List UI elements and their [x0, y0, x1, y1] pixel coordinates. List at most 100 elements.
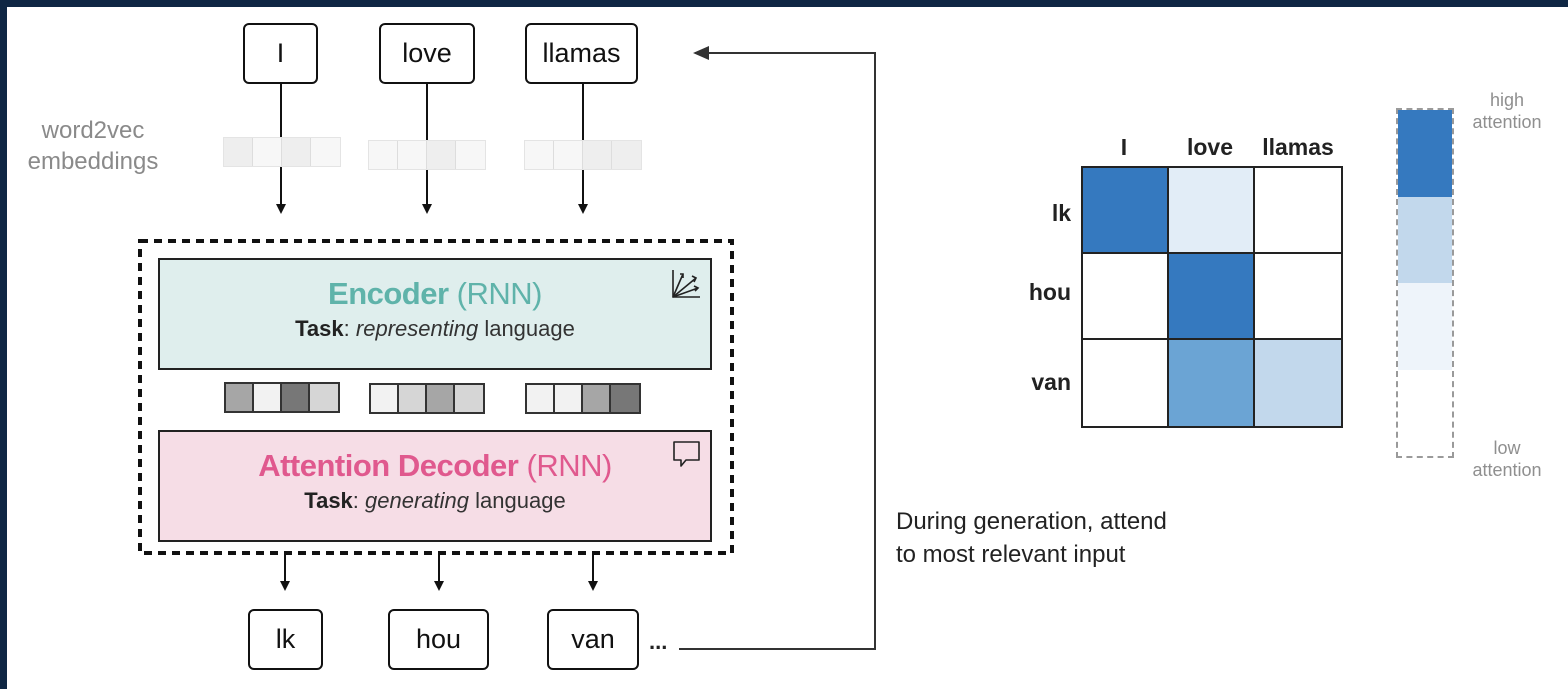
hidden-state-cell	[583, 385, 611, 412]
caption-line2: to most relevant input	[896, 541, 1126, 568]
decoder-title: Attention Decoder (RNN)	[160, 448, 710, 484]
hidden-state-cell	[455, 385, 483, 412]
embeddings-label-line1: word2vec	[41, 117, 145, 144]
embedding-cell	[253, 138, 282, 166]
heatmap-row-label: van	[1031, 369, 1071, 395]
embedding-cell	[311, 138, 340, 166]
ellipsis: ...	[649, 629, 668, 654]
hidden-state-cell	[254, 384, 282, 411]
legend-level	[1398, 196, 1452, 283]
heatmap-cell	[1083, 168, 1169, 254]
diagram-canvas: I love llamas word2vec embeddings Encode…	[7, 7, 1568, 689]
hidden-state-cell	[399, 385, 427, 412]
heatmap-cell	[1255, 168, 1341, 254]
attention-legend-bar	[1396, 108, 1454, 458]
decoder-tag: (RNN)	[526, 448, 613, 483]
legend-high-label: high attention	[1455, 89, 1559, 133]
embedding-cell	[583, 141, 612, 169]
heatmap-column-label: I	[1120, 134, 1128, 160]
hidden-state-cell	[611, 385, 639, 412]
legend-level	[1398, 283, 1452, 370]
encoder-task-verb: representing	[355, 316, 479, 341]
hidden-state-vector	[525, 383, 641, 414]
hidden-state-cell	[427, 385, 455, 412]
encoder-task-object: language	[484, 316, 575, 341]
caption: During generation, attend to most releva…	[896, 505, 1167, 571]
hidden-state-cell	[226, 384, 254, 411]
legend-low-line2: attention	[1472, 460, 1542, 480]
encoder-panel: Encoder (RNN) Task: representing languag…	[158, 258, 712, 370]
heatmap-cell	[1083, 340, 1169, 426]
legend-level	[1398, 369, 1452, 456]
embeddings-label: word2vec embeddings	[13, 115, 173, 177]
hidden-state-cell	[310, 384, 338, 411]
embedding-vector	[524, 140, 642, 170]
decoder-task: Task: generating language	[160, 488, 710, 514]
hidden-state-cell	[282, 384, 310, 411]
heatmap-cell	[1169, 254, 1255, 340]
connector-arrows	[138, 46, 876, 650]
heatmap-cell	[1255, 340, 1341, 426]
output-word-text: lk	[275, 624, 296, 654]
output-word-box: van	[547, 609, 639, 670]
legend-high-line1: high	[1489, 90, 1525, 110]
feedback-arrow	[679, 46, 876, 650]
heatmap-cell	[1169, 168, 1255, 254]
embeddings-label-line2: embeddings	[27, 148, 159, 175]
input-word-box: love	[379, 23, 475, 84]
embedding-cell	[369, 141, 398, 169]
heatmap-cell	[1255, 254, 1341, 340]
heatmap-cell	[1083, 254, 1169, 340]
embedding-cell	[398, 141, 427, 169]
hidden-state-cell	[527, 385, 555, 412]
output-word-box: lk	[248, 609, 323, 670]
heatmap-row-label: hou	[1028, 279, 1071, 305]
model-dashed-border	[138, 239, 734, 555]
output-word-box: hou	[388, 609, 489, 670]
hidden-state-vector	[224, 382, 340, 413]
decoder-task-colon: :	[352, 488, 359, 513]
heatmap-row-label: lk	[1051, 200, 1071, 226]
embedding-cell	[224, 138, 253, 166]
axes-arrows-icon	[672, 270, 700, 298]
output-word-text: hou	[415, 624, 462, 654]
embedding-cell	[554, 141, 583, 169]
hidden-state-cell	[371, 385, 399, 412]
input-word-box: I	[243, 23, 318, 84]
encoder-title: Encoder (RNN)	[160, 276, 710, 312]
speech-bubble-icon	[673, 441, 700, 467]
input-word-text: I	[276, 38, 285, 68]
input-word-box: llamas	[525, 23, 638, 84]
encoder-tag: (RNN)	[456, 276, 543, 311]
embedding-cell	[427, 141, 456, 169]
embedding-cell	[282, 138, 311, 166]
encoder-title-text: Encoder	[328, 276, 449, 311]
caption-line1: During generation, attend	[896, 508, 1167, 535]
decoder-task-verb: generating	[365, 488, 470, 513]
decoder-panel: Attention Decoder (RNN) Task: generating…	[158, 430, 712, 542]
embedding-vector	[223, 137, 341, 167]
input-word-text: llamas	[542, 38, 621, 68]
embedding-cell	[612, 141, 641, 169]
attention-heatmap	[1081, 166, 1343, 428]
embedding-cell	[525, 141, 554, 169]
encoder-task-colon: :	[343, 316, 350, 341]
output-word-text: van	[571, 624, 615, 654]
input-word-text: love	[402, 38, 452, 68]
hidden-state-cell	[555, 385, 583, 412]
legend-low-label: low attention	[1455, 437, 1559, 481]
legend-low-line1: low	[1493, 438, 1521, 458]
decoder-task-prefix: Task	[304, 488, 353, 513]
encoder-task: Task: representing language	[160, 316, 710, 342]
heatmap-column-label: llamas	[1262, 134, 1334, 160]
legend-high-line2: attention	[1472, 112, 1542, 132]
embedding-vector	[368, 140, 486, 170]
embedding-cell	[456, 141, 485, 169]
encoder-task-prefix: Task	[295, 316, 344, 341]
legend-level	[1398, 110, 1452, 197]
hidden-state-vector	[369, 383, 485, 414]
heatmap-column-label: love	[1186, 134, 1234, 160]
heatmap-cell	[1169, 340, 1255, 426]
decoder-task-object: language	[475, 488, 566, 513]
decoder-title-text: Attention Decoder	[258, 448, 519, 483]
